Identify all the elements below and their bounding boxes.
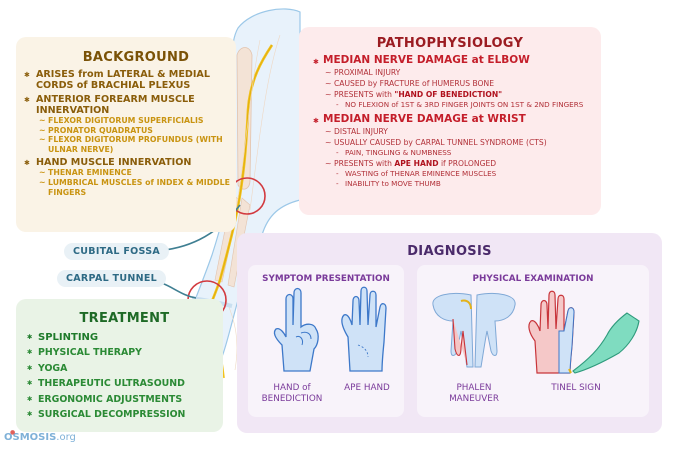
cubital-fossa-label: CUBITAL FOSSA xyxy=(64,243,169,260)
background-item: HAND MUSCLE INNERVATION THENAR EMINENCE … xyxy=(16,157,236,197)
treatment-list: SPLINTING PHYSICAL THERAPY YOGA THERAPEU… xyxy=(16,330,223,423)
treatment-item: PHYSICAL THERAPY xyxy=(16,345,223,361)
background-item: ARISES from LATERAL & MEDIAL CORDS of BR… xyxy=(16,69,236,91)
diagnosis-title: DIAGNOSIS xyxy=(407,244,492,259)
treatment-item: ERGONOMIC ADJUSTMENTS xyxy=(16,392,223,408)
background-item: ANTERIOR FOREARM MUSCLE INNERVATION FLEX… xyxy=(16,94,236,154)
hand-of-benediction-icon xyxy=(273,287,319,372)
background-list: ARISES from LATERAL & MEDIAL CORDS of BR… xyxy=(16,69,236,197)
elbow-detail: NO FLEXION of 1ST & 3RD FINGER JOINTS ON… xyxy=(299,100,601,110)
treatment-title: TREATMENT xyxy=(79,311,170,326)
treatment-item: THERAPEUTIC ULTRASOUND xyxy=(16,376,223,392)
wrist-detail: WASTING of THENAR EMINENCE MUSCLES xyxy=(299,169,601,179)
elbow-sub-item: PRESENTS with "HAND OF BENEDICTION" xyxy=(299,89,601,100)
phalen-maneuver-icon xyxy=(432,292,516,368)
carpal-tunnel-label: CARPAL TUNNEL xyxy=(57,270,166,287)
physical-examination-card: PHYSICAL EXAMINATION PHALEN MANEUVER TIN… xyxy=(417,265,649,417)
physical-examination-title: PHYSICAL EXAMINATION xyxy=(472,274,594,284)
wrist-sub-item: DISTAL INJURY xyxy=(299,126,601,137)
wrist-detail: INABILITY to MOVE THUMB xyxy=(299,179,601,189)
elbow-sub-item: CAUSED by FRACTURE of HUMERUS BONE xyxy=(299,78,601,89)
ape-hand-icon xyxy=(341,286,387,372)
wrist-damage-heading: MEDIAN NERVE DAMAGE at WRIST xyxy=(299,113,601,128)
logo-dot-icon: ● xyxy=(10,429,16,436)
wrist-sub-item: USUALLY CAUSED by CARPAL TUNNEL SYNDROME… xyxy=(299,137,601,148)
treatment-panel: TREATMENT SPLINTING PHYSICAL THERAPY YOG… xyxy=(16,299,223,432)
phalen-maneuver-caption: PHALEN MANEUVER xyxy=(449,383,499,404)
treatment-item: SURGICAL DECOMPRESSION xyxy=(16,407,223,423)
background-panel: BACKGROUND ARISES from LATERAL & MEDIAL … xyxy=(16,37,236,232)
hand-of-benediction-caption: HAND of BENEDICTION xyxy=(261,383,323,404)
symptom-presentation-card: SYMPTOM PRESENTATION HAND of BENEDICTION… xyxy=(248,265,404,417)
pathophysiology-panel: PATHOPHYSIOLOGY MEDIAN NERVE DAMAGE at E… xyxy=(299,27,601,215)
tinel-sign-icon xyxy=(528,290,640,374)
elbow-damage-heading: MEDIAN NERVE DAMAGE at ELBOW xyxy=(299,54,601,69)
tinel-sign-caption: TINEL SIGN xyxy=(551,383,601,393)
pathophysiology-title: PATHOPHYSIOLOGY xyxy=(376,36,524,51)
elbow-sub-item: PROXIMAL INJURY xyxy=(299,67,601,78)
treatment-item: SPLINTING xyxy=(16,330,223,346)
wrist-sub-item: PRESENTS with APE HAND if PROLONGED xyxy=(299,158,601,169)
diagnosis-panel: DIAGNOSIS SYMPTOM PRESENTATION HAND of B… xyxy=(237,233,662,433)
background-title: BACKGROUND xyxy=(82,50,190,65)
wrist-detail: PAIN, TINGLING & NUMBNESS xyxy=(299,148,601,158)
osmosis-logo: ● OSMOSIS.org xyxy=(4,429,76,443)
symptom-presentation-title: SYMPTOM PRESENTATION xyxy=(262,274,390,284)
treatment-item: YOGA xyxy=(16,361,223,377)
ape-hand-caption: APE HAND xyxy=(344,383,390,393)
